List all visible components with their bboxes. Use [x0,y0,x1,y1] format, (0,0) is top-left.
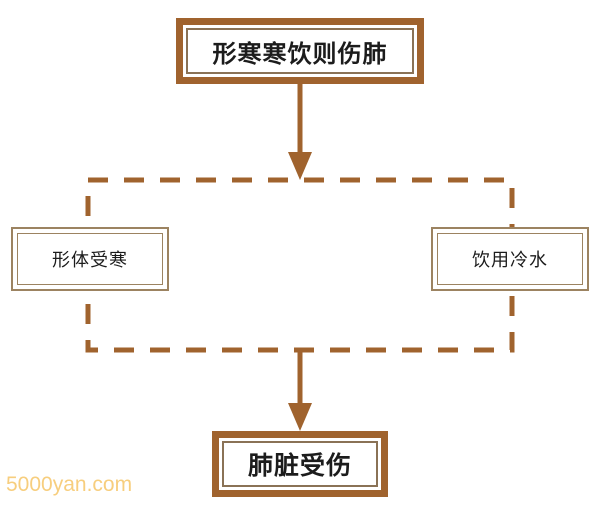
arrow-top-to-group [288,84,312,180]
arrow-group-to-result [288,350,312,431]
node-branch-right[interactable]: 饮用冷水 [431,227,589,291]
node-result-label: 肺脏受伤 [247,451,352,480]
node-result-inner: 肺脏受伤 [222,441,378,487]
node-branch-left[interactable]: 形体受寒 [11,227,169,291]
node-title[interactable]: 形寒寒饮则伤肺 [176,18,424,84]
node-branch-left-inner: 形体受寒 [17,233,163,285]
node-branch-left-label: 形体受寒 [52,250,128,271]
node-branch-right-label: 饮用冷水 [472,250,548,271]
watermark-text: 5000yan.com [6,473,133,496]
node-title-inner: 形寒寒饮则伤肺 [186,28,414,74]
node-branch-right-inner: 饮用冷水 [437,233,583,285]
node-result[interactable]: 肺脏受伤 [212,431,388,497]
node-title-label: 形寒寒饮则伤肺 [212,39,388,68]
